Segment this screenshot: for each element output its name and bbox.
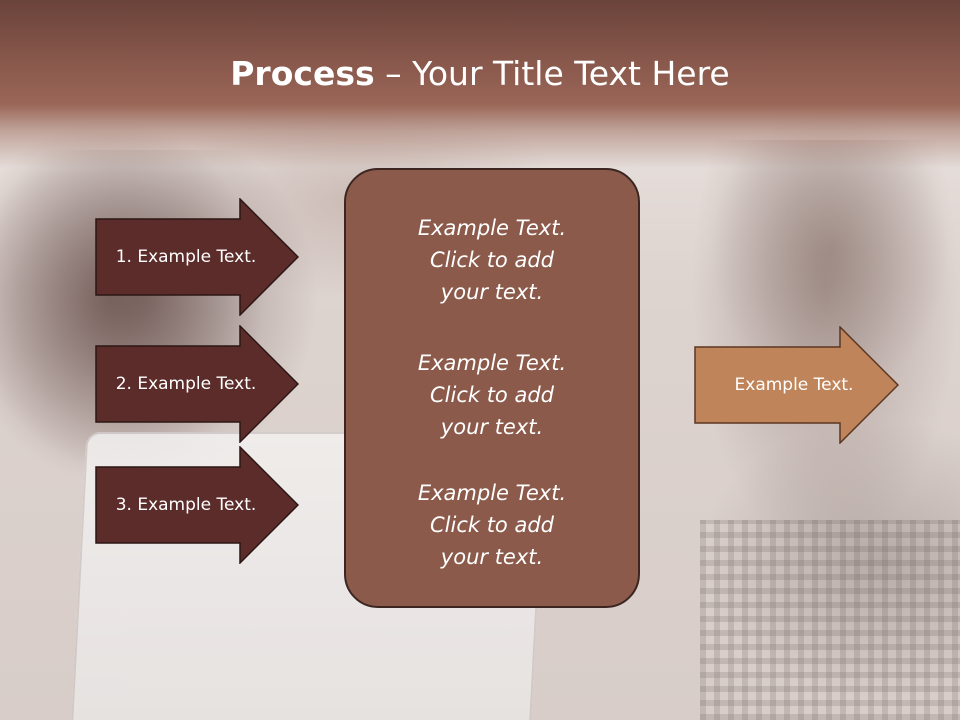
step-label: 2. Example Text. [115,374,257,394]
step-arrow-2[interactable]: 2. Example Text. [95,325,299,443]
step-label: 1. Example Text. [115,247,257,267]
step-arrow-1[interactable]: 1. Example Text. [95,198,299,316]
arrow-right-shape-icon [95,446,299,564]
title-bold-part: Process [230,54,375,93]
result-label: Example Text. [734,375,854,395]
result-arrow[interactable]: Example Text. [694,326,899,444]
slide-title[interactable]: Process – Your Title Text Here [0,52,960,96]
title-separator: – [374,54,413,93]
center-text-2[interactable]: Example Text. Click to add your text. [417,351,567,439]
background-person-left [0,150,320,480]
step-arrow-3[interactable]: 3. Example Text. [95,446,299,564]
title-rest: Your Title Text Here [412,54,730,93]
arrow-right-shape-icon [694,326,899,444]
arrow-right-shape-icon [95,325,299,443]
center-text-3[interactable]: Example Text. Click to add your text. [417,481,567,569]
step-label: 3. Example Text. [115,495,257,515]
arrow-right-shape-icon [95,198,299,316]
title-band [0,0,960,168]
background-plaid-shirt [700,520,960,720]
center-text-1[interactable]: Example Text. Click to add your text. [417,216,567,304]
center-text-box[interactable] [344,168,640,608]
